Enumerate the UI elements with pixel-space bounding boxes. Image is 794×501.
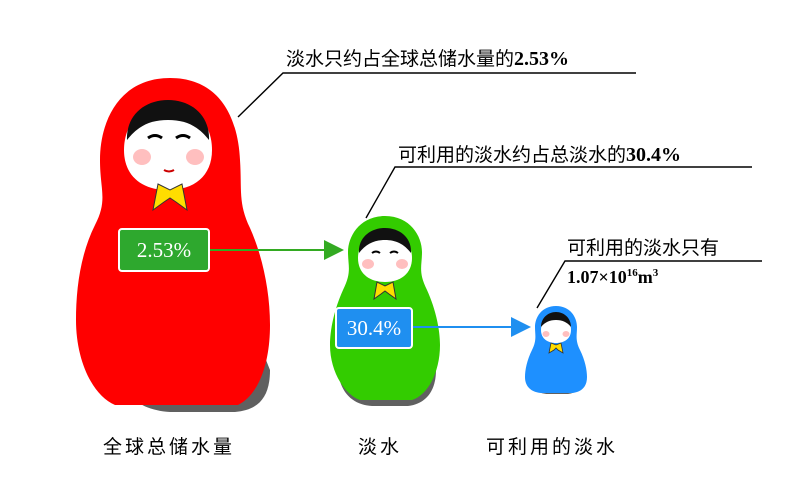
doll-scarf [373, 281, 397, 301]
doll-cheek [186, 149, 204, 165]
doll-cheek [133, 149, 151, 165]
amount-unit-exponent: 3 [652, 267, 659, 279]
leader-usable [365, 166, 752, 219]
doll-hair [541, 312, 571, 327]
doll-body [525, 306, 587, 393]
callout-value: 30.4% [626, 144, 682, 166]
doll-scarf [152, 183, 188, 212]
callout-usable-amount-value: 1.07×1016m3 [567, 267, 658, 288]
amount-mantissa: 1.07×10 [567, 267, 627, 287]
label-usable-water: 可利用的淡水 [486, 436, 619, 458]
callout-usable-amount: 可利用的淡水只有 [567, 233, 719, 260]
callout-value: 2.53% [514, 48, 570, 70]
doll-face [124, 103, 212, 190]
badge-usable-share: 30.4% [335, 307, 413, 349]
doll-face [358, 230, 412, 282]
callout-text: 淡水只约占全球总储水量的 [286, 48, 515, 70]
badge-freshwater-share: 2.53% [118, 228, 210, 272]
label-total-water: 全球总储水量 [103, 436, 236, 458]
badge-usable-value: 30.4% [346, 315, 402, 340]
doll-hair [358, 228, 412, 253]
leader-freshwater [237, 72, 636, 118]
amount-unit: m [637, 267, 653, 287]
leader-amount [536, 260, 762, 309]
callout-freshwater-share: 淡水只约占全球总储水量的2.53% [286, 44, 569, 71]
doll-scarf [548, 342, 564, 354]
label-fresh-water: 淡水 [358, 436, 403, 458]
badge-freshwater-value: 2.53% [136, 237, 192, 262]
callout-text: 可利用的淡水只有 [567, 237, 720, 259]
doll-hair [126, 100, 210, 140]
doll-usable-water [525, 306, 587, 394]
callout-leader-lines [237, 72, 762, 309]
callout-text: 可利用的淡水约占总淡水的 [398, 144, 627, 166]
callout-usable-share: 可利用的淡水约占总淡水的30.4% [398, 140, 681, 167]
amount-exponent: 16 [626, 267, 638, 279]
